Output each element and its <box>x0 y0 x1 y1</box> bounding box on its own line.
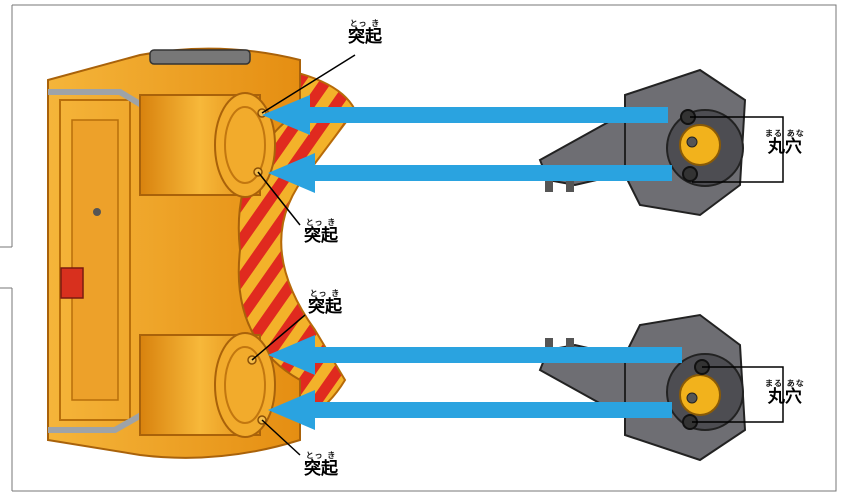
protrusion-label-3: とっ き 突起 <box>308 290 342 316</box>
protrusion-text: 突起 <box>308 299 342 316</box>
lower-attachment-part <box>540 315 745 460</box>
protrusion-text: 突起 <box>304 228 338 245</box>
protrusion-text: 突起 <box>348 29 382 46</box>
upper-round-hole-bottom <box>683 167 697 181</box>
round-hole-label-1: まる あな 丸穴 <box>765 130 805 156</box>
protrusion-label-2: とっ き 突起 <box>304 219 338 245</box>
round-hole-text: 丸穴 <box>765 139 805 156</box>
red-button <box>61 268 83 298</box>
upper-attachment-part <box>540 70 745 215</box>
round-hole-text: 丸穴 <box>765 389 805 406</box>
round-hole-label-2: まる あな 丸穴 <box>765 380 805 406</box>
protrusion-label-1: とっ き 突起 <box>348 20 382 46</box>
protrusion-text: 突起 <box>304 461 338 478</box>
protrusion-label-4: とっ き 突起 <box>304 452 338 478</box>
